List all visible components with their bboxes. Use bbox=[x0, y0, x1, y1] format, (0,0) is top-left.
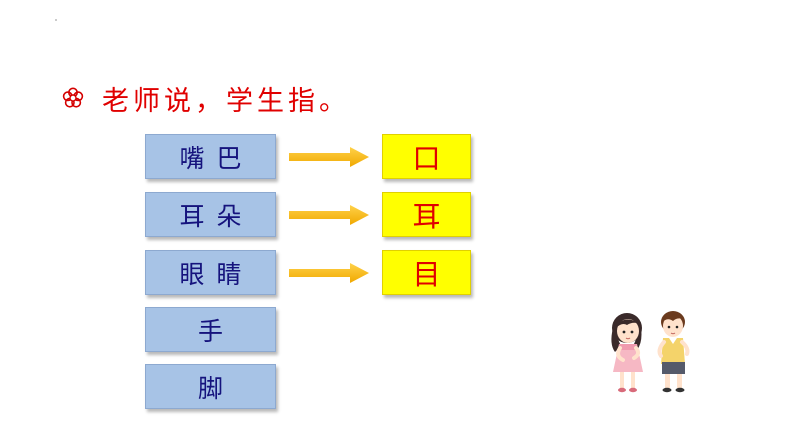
right-arrow-icon bbox=[288, 262, 370, 284]
children-illustration bbox=[603, 306, 698, 398]
girl-figure bbox=[611, 313, 643, 392]
right-arrow-icon bbox=[288, 204, 370, 226]
word-box-mouth[interactable]: 嘴巴 bbox=[145, 134, 276, 179]
corner-dot bbox=[55, 19, 57, 21]
heading-text: 老师说，学生指。 bbox=[102, 79, 350, 118]
char-box-ear[interactable]: 耳 bbox=[382, 192, 471, 237]
word-box-foot[interactable]: 脚 bbox=[145, 364, 276, 409]
right-arrow-icon bbox=[288, 146, 370, 168]
word-box-hand[interactable]: 手 bbox=[145, 307, 276, 352]
word-box-ear[interactable]: 耳朵 bbox=[145, 192, 276, 237]
flower-icon bbox=[62, 87, 84, 109]
boy-figure bbox=[660, 311, 688, 392]
instruction-heading: 老师说，学生指。 bbox=[62, 78, 350, 118]
char-box-eye[interactable]: 目 bbox=[382, 250, 471, 295]
char-box-mouth[interactable]: 口 bbox=[382, 134, 471, 179]
word-box-eye[interactable]: 眼睛 bbox=[145, 250, 276, 295]
